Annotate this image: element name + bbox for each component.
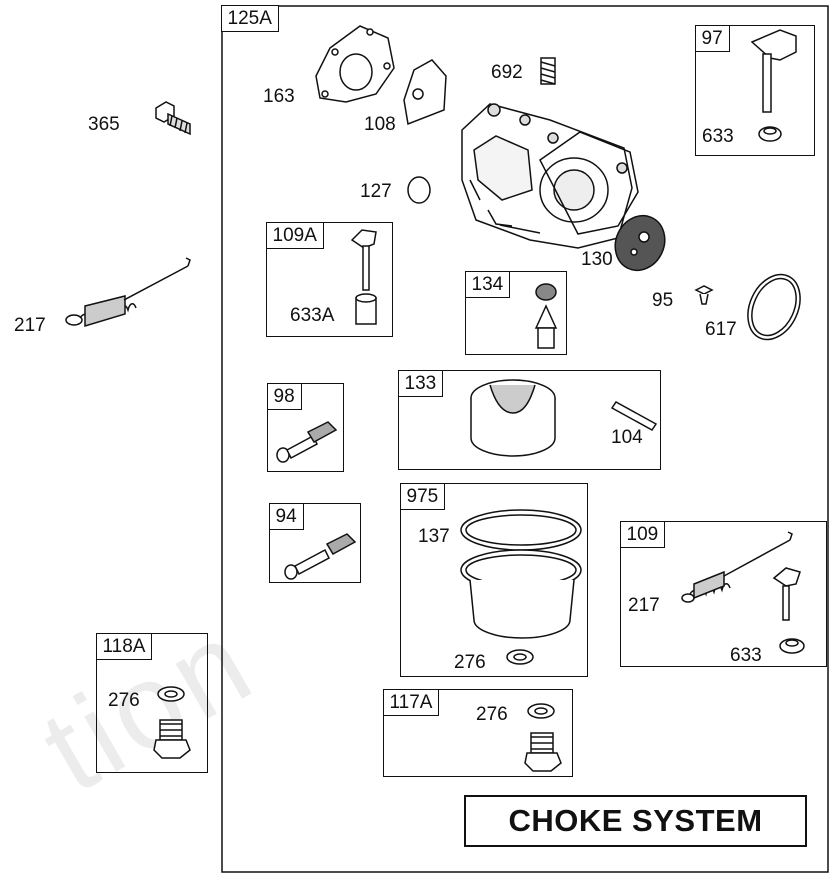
float-133-illustration [470, 379, 658, 457]
box-94: 94 [268, 502, 361, 583]
plate-130-illustration [614, 214, 666, 272]
screw-spring-98-illustration [276, 421, 338, 463]
part-95-label: 95 [652, 290, 674, 311]
part-633-109-label: 633 [730, 645, 762, 666]
diagram-title: CHOKE SYSTEM [464, 795, 807, 847]
box-133-tag: 133 [397, 369, 444, 397]
spring-692-illustration [540, 57, 556, 85]
box-117A: 117A [382, 688, 573, 777]
part-137-label: 137 [418, 526, 450, 547]
screw-95-illustration [694, 285, 714, 305]
box-109-tag: 109 [619, 520, 666, 548]
part-108-label: 108 [364, 114, 396, 135]
box-975-tag: 975 [399, 482, 446, 510]
part-365-label: 365 [88, 114, 120, 135]
box-97-tag: 97 [694, 24, 730, 52]
main-frame [221, 5, 829, 873]
part-276-117A-label: 276 [476, 704, 508, 725]
box-98: 98 [266, 382, 344, 472]
plate-108-illustration [403, 59, 447, 126]
bolt-365-illustration [155, 101, 191, 136]
box-118A: 118A [95, 632, 208, 773]
drain-plug-117A-illustration [524, 703, 562, 772]
choke-lever-97-illustration [750, 29, 797, 142]
oring-617-illustration [747, 273, 801, 341]
box-109A: 109A [265, 221, 393, 337]
needle-valve-134-illustration [534, 283, 558, 349]
box-117A-tag: 117A [382, 688, 440, 716]
drain-plug-118A-illustration [153, 686, 191, 759]
spring-lever-109-illustration [681, 531, 805, 654]
spring-217-illustration [65, 257, 191, 328]
box-97: 97 [694, 24, 815, 156]
box-109A-tag: 109A [265, 221, 324, 249]
part-633A-label: 633A [290, 305, 335, 326]
part-276-118A-label: 276 [108, 690, 140, 711]
part-104-label: 104 [611, 427, 643, 448]
box-133: 133 [397, 369, 661, 470]
part-127-label: 127 [360, 181, 392, 202]
carburetor-body-illustration [461, 103, 639, 249]
box-98-tag: 98 [266, 382, 302, 410]
box-118A-tag: 118A [95, 632, 153, 660]
disc-127-illustration [407, 176, 431, 204]
part-276-975-label: 276 [454, 652, 486, 673]
box-975: 975 [399, 482, 588, 677]
gasket-163-illustration [315, 25, 395, 103]
box-134: 134 [464, 270, 567, 355]
box-125A: 125A [220, 4, 828, 872]
part-130-label: 130 [581, 249, 613, 270]
box-94-tag: 94 [268, 502, 304, 530]
part-163-label: 163 [263, 86, 295, 107]
box-125A-tag: 125A [220, 4, 279, 32]
float-bowl-975-illustration [460, 509, 582, 665]
part-692-label: 692 [491, 62, 523, 83]
part-217-label: 217 [14, 315, 46, 336]
box-134-tag: 134 [464, 270, 511, 298]
part-617-label: 617 [705, 319, 737, 340]
screw-spring-94-illustration [284, 533, 357, 580]
part-633-97-label: 633 [702, 126, 734, 147]
part-217-109-label: 217 [628, 595, 660, 616]
box-109: 109 [619, 520, 827, 667]
choke-lever-109A-illustration [350, 229, 377, 325]
